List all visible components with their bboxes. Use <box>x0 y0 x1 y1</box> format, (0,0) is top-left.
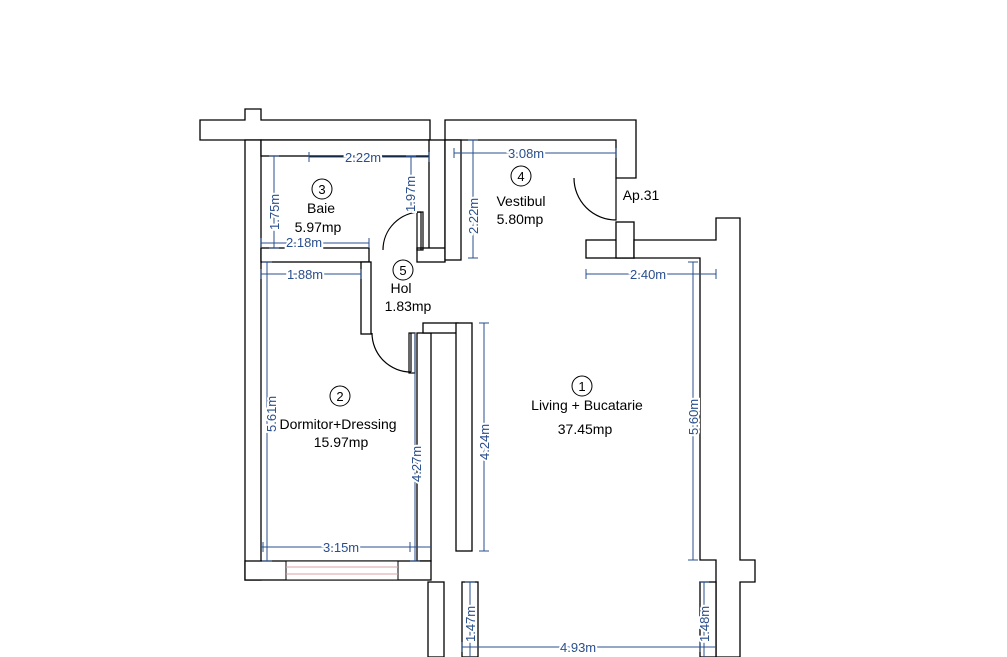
room-dormitor-number: 2 <box>336 389 343 404</box>
dim-living-bottom-right: 1.48m <box>697 606 712 642</box>
dim-baie-bottom: 2.18m <box>286 235 322 250</box>
wall-hol-left <box>360 261 372 335</box>
room-vestibul: 4 Vestibul 5.80mp <box>496 165 546 227</box>
room-baie-name: Baie <box>307 200 335 216</box>
room-living-area: 37.45mp <box>558 421 613 437</box>
room-dormitor-area: 15.97mp <box>314 434 369 450</box>
dim-living-bottom: 4.93m <box>560 640 596 655</box>
door-dormitor <box>371 332 412 373</box>
dim-dormitor-top: 1.88m <box>287 267 323 282</box>
dim-living-bottom-left: 1.47m <box>463 606 478 642</box>
dimensions: 2.22m 2.18m 1.75m 1.97m 3.08m 2.22m 1.88… <box>260 139 717 657</box>
wall-living-partition <box>455 322 473 552</box>
window <box>285 560 399 581</box>
room-hol-name: Hol <box>390 280 411 296</box>
wall-baie-bottom <box>260 247 370 263</box>
room-hol: 5 Hol 1.83mp <box>385 259 432 314</box>
dim-living-partition: 4.24m <box>477 424 492 460</box>
wall-vestibul-left <box>444 139 462 261</box>
outer-wall-right <box>633 217 756 657</box>
door-entry <box>573 177 617 221</box>
walls <box>199 108 756 657</box>
room-vestibul-area: 5.80mp <box>497 211 544 227</box>
room-living-number: 1 <box>578 379 585 394</box>
dim-dormitor-bottom: 3.15m <box>323 540 359 555</box>
dim-baie-top: 2.22m <box>345 150 381 165</box>
dim-baie-right: 1.97m <box>403 176 418 212</box>
door-baie <box>382 211 422 251</box>
room-hol-area: 1.83mp <box>385 298 432 314</box>
dim-vestibul-top: 3.08m <box>508 146 544 161</box>
dim-dormitor-right: 4.27m <box>409 446 424 482</box>
room-dormitor: 2 Dormitor+Dressing 15.97mp <box>279 385 397 450</box>
room-vestibul-number: 4 <box>517 169 524 184</box>
room-hol-number: 5 <box>399 263 406 278</box>
wall-baie-right <box>428 139 446 253</box>
room-dormitor-name: Dormitor+Dressing <box>279 416 396 432</box>
room-baie: 3 Baie 5.97mp <box>295 178 342 235</box>
dim-living-top: 2.40m <box>630 267 666 282</box>
wall-living-bottom-left-outer <box>427 581 445 657</box>
dim-dormitor-left: 5.61m <box>264 396 279 432</box>
dim-baie-left: 1.75m <box>267 194 282 230</box>
room-baie-number: 3 <box>318 182 325 197</box>
room-baie-area: 5.97mp <box>295 219 342 235</box>
outer-wall-top-left <box>199 108 431 141</box>
dim-vestibul-left: 2.22m <box>466 198 481 234</box>
room-vestibul-name: Vestibul <box>496 193 545 209</box>
room-living: 1 Living + Bucatarie 37.45mp <box>531 375 643 437</box>
apartment-label: Ap.31 <box>623 187 660 203</box>
wall-entry-jamb <box>615 221 635 259</box>
room-living-name: Living + Bucatarie <box>531 397 643 413</box>
outer-wall-left <box>244 139 262 581</box>
dim-living-right: 5.60m <box>686 399 701 435</box>
wall-living-column <box>422 322 459 334</box>
doors <box>371 177 617 374</box>
